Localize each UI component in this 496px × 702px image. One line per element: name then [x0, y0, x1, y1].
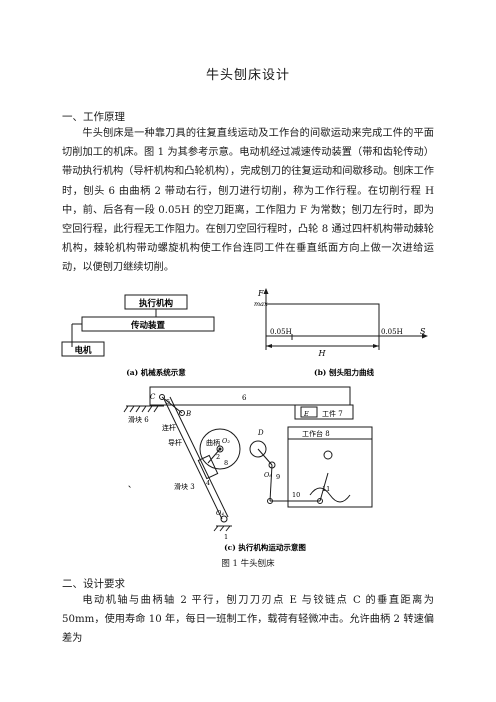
pivot-o4	[220, 515, 228, 523]
stroke-label: H	[318, 349, 327, 358]
x-label: S	[420, 327, 426, 336]
slider-3	[197, 454, 219, 480]
label-2: 2	[216, 453, 220, 461]
caption-b: (b) 刨头阻力曲线	[314, 367, 374, 377]
label-d: D	[257, 429, 264, 437]
left-gap-label: 0.05H	[270, 328, 292, 336]
label-8-gear: 8	[224, 459, 228, 467]
label-1: 1	[224, 533, 228, 541]
block-diagram: 执行机构 传动装置 电机 (a) 机械系统示意	[61, 294, 215, 377]
paragraph-principle: 牛头刨床是一种靠刀具的往复直线运动及工作台的间歇运动来完成工件的平面切削加工的机…	[62, 128, 434, 274]
mechanism-diagram: C 5 6 滑块 6 连杆 B 导杆 曲柄 O₂ 2 8 D 滑块 3 4 O₈…	[123, 386, 373, 552]
label-4: 4	[206, 479, 210, 487]
page-title: 牛头刨床设计	[205, 68, 290, 83]
section-heading-requirements: 二、设计要求	[62, 578, 125, 590]
y-label: F	[257, 289, 264, 298]
crank-gear	[199, 428, 241, 470]
stray-mark: 、	[128, 480, 136, 489]
worktable	[287, 426, 373, 508]
figure-caption: 图 1 牛头刨床	[221, 559, 275, 569]
caption-c: (c) 执行机构运动示意图	[224, 542, 306, 552]
y-label-sub: max	[254, 300, 268, 308]
label-b: B	[185, 410, 191, 418]
label-11: 11	[322, 485, 330, 493]
label-tool7: 工件 7	[322, 409, 343, 418]
trans-label: 传动装置	[130, 320, 166, 331]
label-slider6: 滑块 6	[128, 415, 149, 424]
label-5: 5	[166, 398, 170, 406]
label-6: 6	[242, 394, 247, 402]
label-c: C	[150, 393, 156, 401]
label-e: E	[303, 410, 309, 418]
label-o2: O₂	[222, 437, 230, 445]
label-9: 9	[276, 473, 280, 481]
label-o4: O₄	[216, 509, 224, 517]
paragraph-requirements: 电动机轴与曲柄轴 2 平行，刨刀刀刃点 E 与铰链点 C 的垂直距离为 50mm…	[62, 595, 434, 645]
label-guide: 导杆	[168, 438, 182, 447]
cam	[249, 440, 267, 458]
label-o8: O₈	[264, 471, 272, 479]
label-table: 工作台 8	[302, 429, 330, 438]
section-heading-principle: 一、工作原理	[62, 111, 125, 123]
resistance-curve: F max 0.05H 0.05H S H (b) 刨头阻力曲线	[254, 288, 428, 377]
exec-label: 执行机构	[139, 298, 174, 309]
motor-label: 电机	[74, 345, 92, 356]
label-10: 10	[292, 491, 300, 499]
label-link: 连杆	[162, 423, 176, 432]
motor-box	[61, 341, 105, 357]
resistance-line	[266, 303, 380, 336]
right-gap-label: 0.05H	[381, 328, 403, 336]
caption-a: (a) 机械系统示意	[126, 367, 186, 377]
label-slider3: 滑块 3	[174, 482, 195, 491]
ram	[149, 386, 351, 406]
label-crank: 曲柄	[206, 438, 220, 447]
guide-bar	[163, 398, 223, 520]
